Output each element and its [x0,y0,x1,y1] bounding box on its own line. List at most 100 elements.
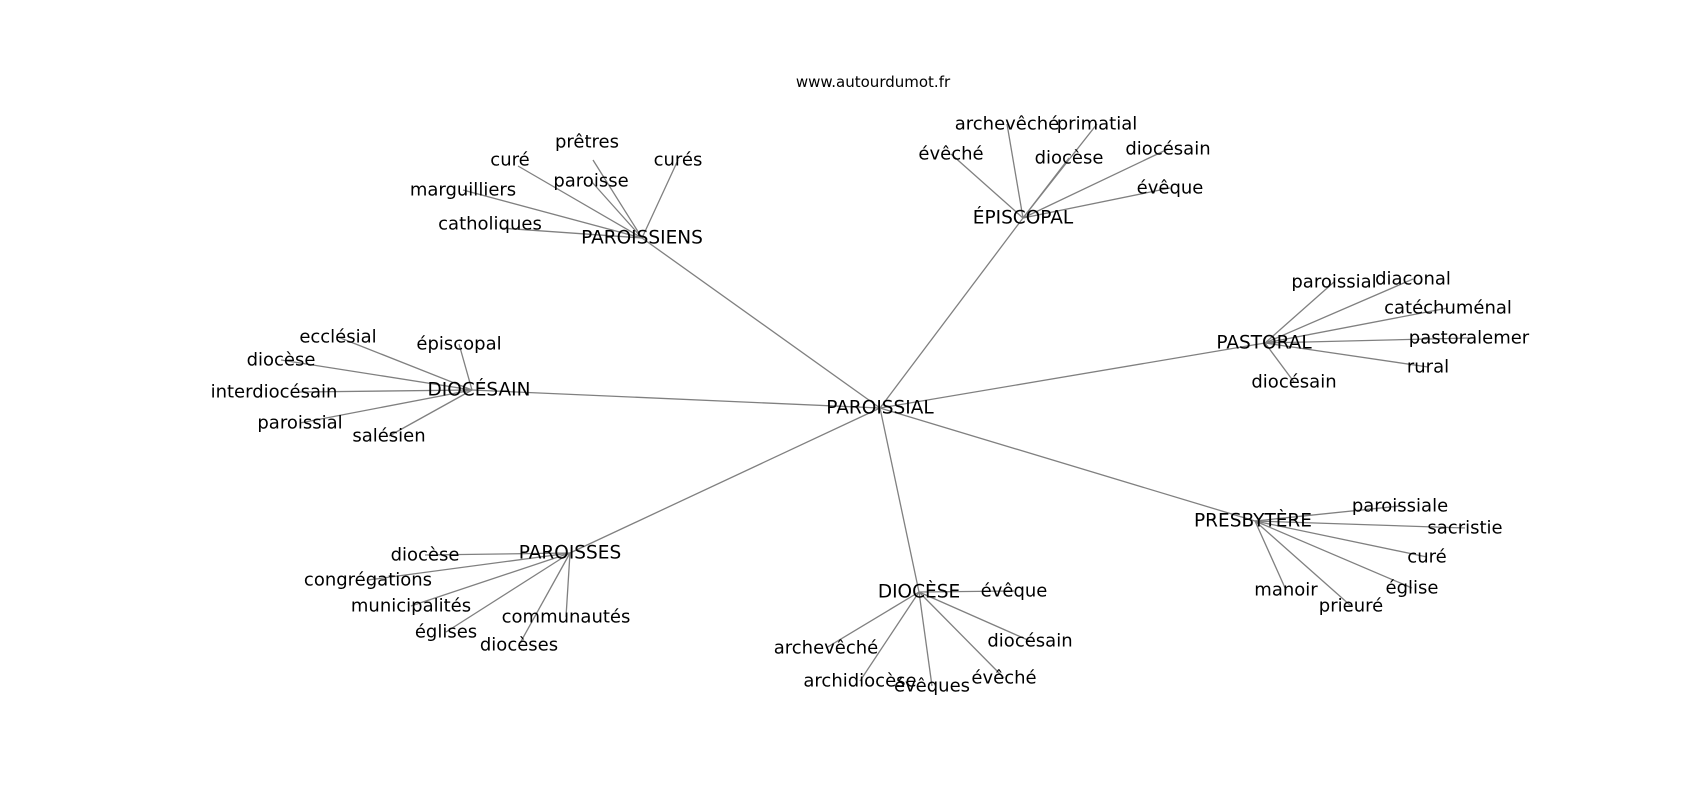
leaf-node[interactable]: pastoralemer [1409,328,1530,349]
leaf-node[interactable]: paroisse [553,171,628,192]
edge-hub-leaf [1254,520,1466,529]
labels-layer: www.autourdumot.fr PAROISSIAL PAROISSIEN… [211,73,1530,697]
leaf-node[interactable]: paroissial [1291,272,1376,293]
edge-hub-leaf [1254,505,1401,522]
leaf-node[interactable]: municipalités [351,596,471,617]
edge-hub-leaf [1006,123,1024,219]
leaf-node[interactable]: congrégations [304,570,432,591]
hub-node[interactable]: PAROISSES [519,543,621,564]
leaf-node[interactable]: diocésain [1251,372,1336,393]
edge-center-hub [471,389,881,409]
edge-hub-leaf [1264,278,1414,344]
hub-node[interactable]: PAROISSIENS [581,228,703,249]
hub-node[interactable]: DIOCÉSAIN [428,379,531,401]
source-label[interactable]: www.autourdumot.fr [796,73,951,91]
edge-center-hub [569,407,881,554]
leaf-node[interactable]: paroissiale [1352,496,1448,517]
edge-center-hub [879,407,920,593]
edge-hub-leaf [388,389,473,437]
edge-hub-leaf [458,343,473,391]
edges-layer [280,123,1470,687]
leaf-node[interactable]: prieuré [1319,596,1383,617]
leaf-node[interactable]: diocésain [1125,139,1210,160]
edge-hub-leaf [1264,342,1429,368]
edge-hub-leaf [918,591,1005,679]
leaf-node[interactable]: curé [1407,547,1446,568]
leaf-node[interactable]: prêtres [555,132,619,153]
leaf-node[interactable]: ecclésial [299,327,376,348]
edge-center-hub [879,342,1266,409]
leaf-node[interactable]: catholiques [438,214,542,235]
leaf-node[interactable]: évêché [971,668,1036,689]
edge-hub-leaf [859,591,920,682]
leaf-node[interactable]: églises [415,622,477,643]
edge-hub-leaf [518,552,571,646]
center-node[interactable]: PAROISSIAL [826,398,934,419]
edge-hub-leaf [337,336,473,391]
edge-hub-leaf [367,552,571,581]
leaf-node[interactable]: diocèse [391,545,460,566]
leaf-node[interactable]: manoir [1254,580,1318,601]
edge-hub-leaf [299,389,473,424]
edge-hub-leaf [1022,187,1171,219]
edge-hub-leaf [565,552,571,618]
edge-hub-leaf [825,591,920,649]
hub-node[interactable]: PASTORAL [1216,333,1312,354]
leaf-node[interactable]: communautés [502,607,631,628]
leaf-node[interactable]: curés [654,150,703,171]
leaf-node[interactable]: primatial [1057,114,1137,135]
hub-node[interactable]: PRESBYTÈRE [1194,510,1312,532]
leaf-node[interactable]: église [1386,578,1439,599]
leaf-node[interactable]: diaconal [1375,269,1451,290]
leaf-node[interactable]: évêque [981,581,1048,602]
edge-hub-leaf [641,159,679,239]
leaf-node[interactable]: curé [490,150,529,171]
leaf-node[interactable]: archevêché [955,114,1060,135]
edge-hub-leaf [590,180,643,239]
edge-hub-leaf [1254,520,1287,591]
leaf-node[interactable]: archidiocèse [803,671,916,692]
edge-hub-leaf [280,359,473,391]
leaf-node[interactable]: sacristie [1427,518,1502,539]
leaf-node[interactable]: évêché [918,144,983,165]
leaf-node[interactable]: évêques [894,676,970,697]
edge-hub-leaf [1254,520,1413,589]
edge-hub-leaf [1254,520,1352,607]
leaf-node[interactable]: évêque [1137,178,1204,199]
edge-hub-leaf [410,552,571,607]
edge-hub-leaf [1022,148,1169,219]
edge-hub-leaf [462,189,643,239]
edge-center-hub [879,217,1024,409]
edge-hub-leaf [517,165,643,239]
edge-hub-leaf [1264,337,1470,344]
leaf-node[interactable]: rural [1407,357,1449,378]
leaf-node[interactable]: diocèse [1035,148,1104,169]
leaf-node[interactable]: diocèses [480,635,558,656]
edge-hub-leaf [1264,307,1449,344]
hub-node[interactable]: ÉPISCOPAL [973,207,1074,229]
edge-hub-leaf [1264,342,1295,383]
edge-hub-leaf [1254,520,1428,558]
edge-hub-leaf [445,552,571,633]
edge-hub-leaf [499,227,643,239]
leaf-node[interactable]: marguilliers [410,180,516,201]
edge-hub-leaf [424,552,571,556]
edge-center-hub [879,407,1256,522]
leaf-node[interactable]: archevêché [774,638,879,659]
leaf-node[interactable]: catéchuménal [1384,298,1512,319]
leaf-node[interactable]: diocésain [987,631,1072,652]
leaf-node[interactable]: interdiocésain [211,382,338,403]
edge-hub-leaf [299,389,473,393]
edge-hub-leaf [950,153,1024,219]
leaf-node[interactable]: épiscopal [416,334,501,355]
leaf-node[interactable]: paroissial [257,413,342,434]
edge-hub-leaf [1264,281,1335,344]
edge-hub-leaf [1022,157,1070,219]
leaf-node[interactable]: diocèse [247,350,316,371]
leaf-node[interactable]: salésien [352,426,425,447]
edge-center-hub [641,237,881,409]
hub-node[interactable]: DIOCÈSE [878,581,960,603]
edge-hub-leaf [918,591,1031,642]
edge-hub-leaf [918,590,1015,593]
